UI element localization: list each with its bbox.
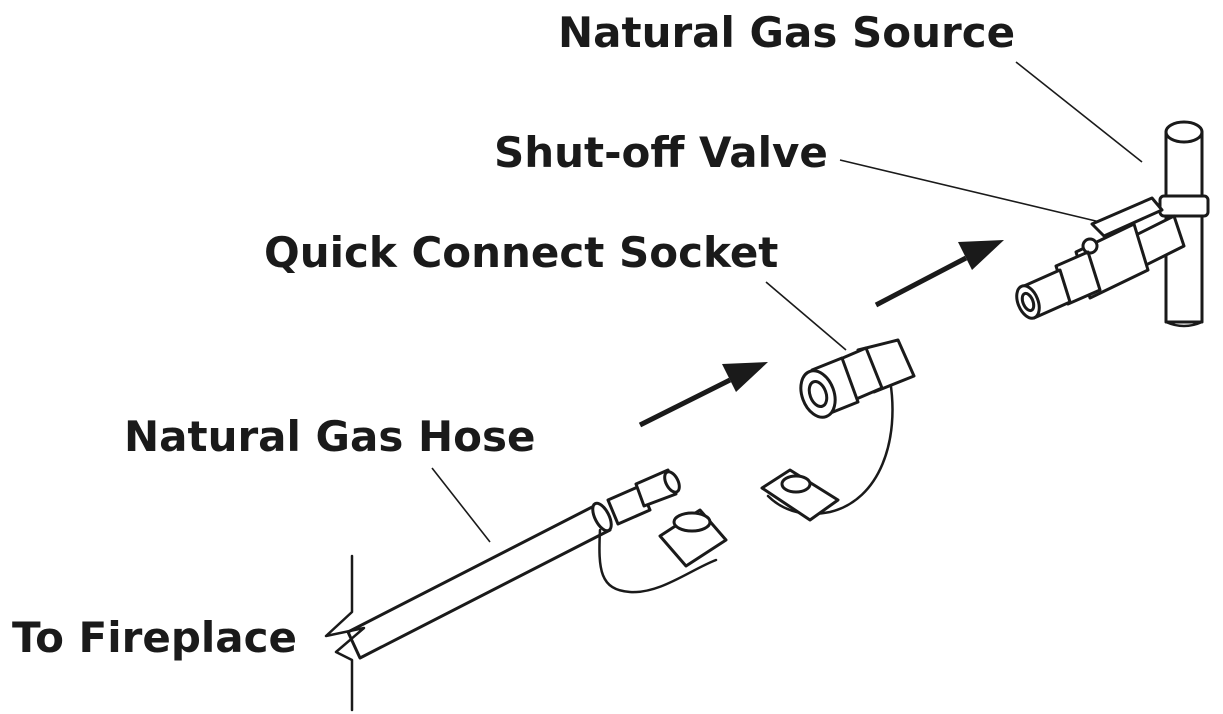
leader-line-valve: [839, 159, 1101, 223]
label-to-fireplace: To Fireplace: [12, 613, 298, 662]
label-quick-connect-socket: Quick Connect Socket: [264, 228, 779, 277]
label-shut-off-valve: Shut-off Valve: [494, 128, 828, 177]
arrow-to-valve: [874, 240, 1004, 308]
arrow-to-socket: [638, 362, 768, 428]
pipe-break-symbol: [324, 554, 366, 712]
shut-off-valve: [1015, 196, 1186, 320]
natural-gas-hose: [346, 468, 728, 660]
leader-line-hose: [431, 467, 491, 543]
leader-line-socket: [765, 281, 847, 351]
leader-line-source: [1015, 61, 1143, 163]
label-natural-gas-source: Natural Gas Source: [558, 8, 1016, 57]
quick-connect-socket: [760, 338, 916, 522]
label-natural-gas-hose: Natural Gas Hose: [124, 412, 536, 461]
